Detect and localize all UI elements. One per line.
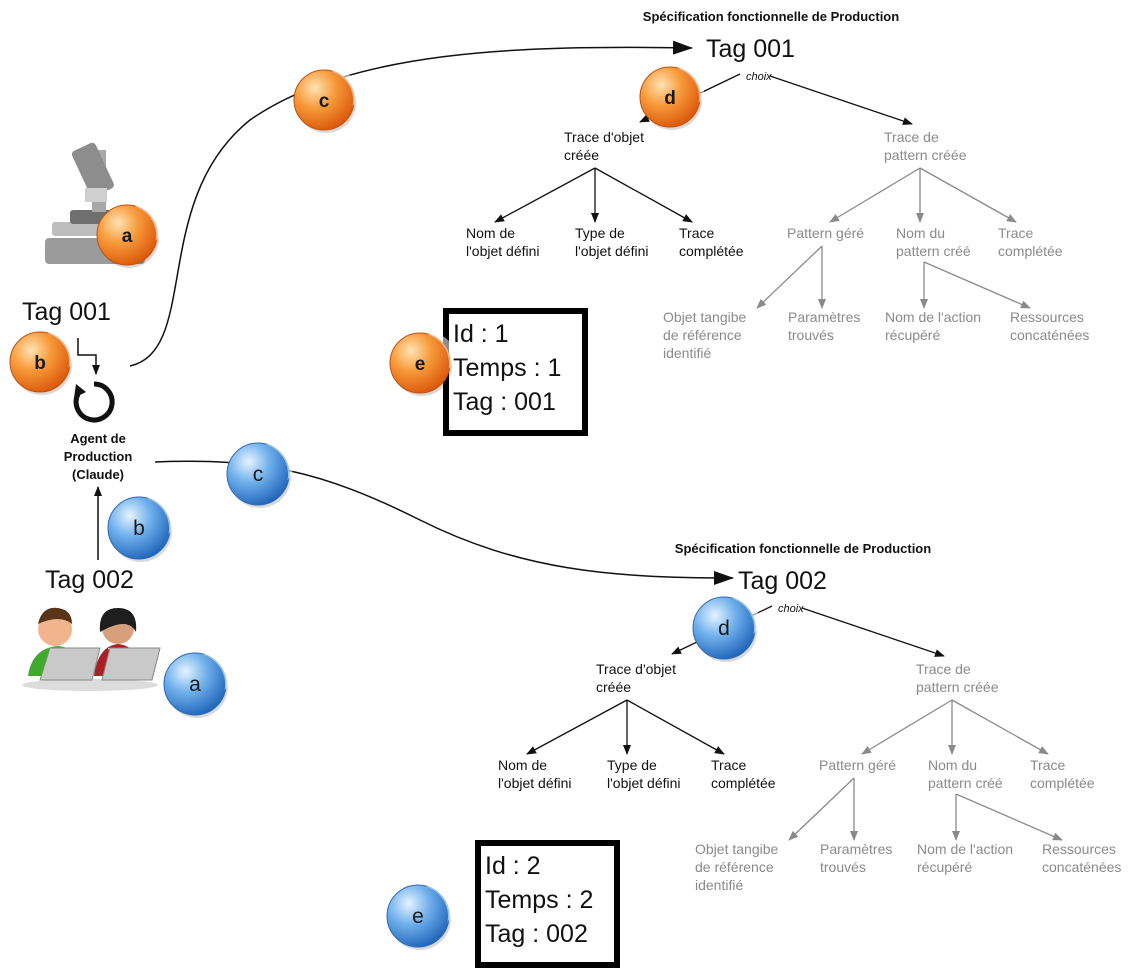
badge-letter: b — [133, 517, 145, 540]
badge-letter: a — [189, 673, 201, 696]
badge-orange-d: d — [639, 66, 705, 130]
edge-object-name — [494, 167, 596, 223]
edge-resources — [923, 261, 1031, 309]
edge-tangible-object — [756, 245, 823, 309]
circular-arrow-icon — [72, 380, 116, 424]
edge-resources — [955, 793, 1063, 841]
info-box-line: Temps : 1 — [453, 354, 561, 382]
badge-letter: b — [34, 353, 46, 374]
spec-title: Spécification fonctionnelle de Productio… — [643, 9, 899, 24]
badge-letter: d — [718, 617, 730, 640]
tag-001-to-agent-arrow — [77, 338, 100, 375]
edge-pattern-managed — [861, 699, 953, 755]
edge-pattern-managed — [829, 167, 921, 223]
badge-letter: c — [253, 463, 264, 486]
edge-object-complete — [626, 699, 725, 755]
badge-letter: c — [319, 91, 330, 112]
edge-pattern-complete — [951, 699, 1049, 755]
agent-name-line3: (Claude) — [72, 467, 124, 482]
badge-letter: e — [412, 905, 424, 928]
node-pattern-managed: Pattern géré — [819, 757, 896, 773]
badge-orange-a: a — [96, 204, 162, 268]
tag-001-label: Tag 001 — [22, 298, 111, 326]
info-box-line: Tag : 001 — [453, 388, 556, 416]
info-box-line: Id : 2 — [485, 852, 541, 880]
info-box-line: Id : 1 — [453, 320, 509, 348]
info-box-line: Temps : 2 — [485, 886, 593, 914]
tag-002-label: Tag 002 — [45, 566, 134, 594]
edge-tangible-object — [788, 777, 855, 841]
choice-arrow-right — [769, 75, 913, 125]
badge-blue-c: c — [226, 442, 294, 508]
edge-object-name — [526, 699, 628, 755]
choice-label: choix — [778, 603, 804, 615]
step-badges: a b c d e a b c d e — [9, 66, 760, 950]
agent-name-line2: Production — [64, 449, 133, 464]
info-box: Id : 2 Temps : 2 Tag : 002 — [475, 840, 620, 968]
info-box-line: Tag : 002 — [485, 920, 588, 948]
edge-object-complete — [594, 167, 693, 223]
choice-arrow-right — [801, 607, 945, 657]
agent-name-line1: Agent de — [70, 431, 126, 446]
badge-letter: a — [122, 226, 133, 247]
spec-tag: Tag 001 — [706, 35, 795, 63]
spec-tag: Tag 002 — [738, 567, 827, 595]
spec-title: Spécification fonctionnelle de Productio… — [675, 541, 931, 556]
info-box: Id : 1 Temps : 1 Tag : 001 — [443, 308, 588, 436]
agent-to-spec1-curve — [129, 40, 693, 367]
badge-letter: d — [664, 88, 676, 109]
badge-orange-e: e — [389, 332, 455, 396]
badge-blue-b: b — [107, 496, 175, 562]
choice-label: choix — [746, 71, 772, 83]
badge-letter: e — [415, 354, 426, 375]
badge-blue-a: a — [163, 652, 231, 718]
badge-blue-d: d — [692, 596, 760, 662]
badge-blue-e: e — [386, 884, 454, 950]
node-pattern-managed: Pattern géré — [787, 225, 864, 241]
spec-tree-tag-002: Spécification fonctionnelle de Productio… — [475, 541, 1121, 968]
edge-pattern-complete — [919, 167, 1017, 223]
info-box-frame — [475, 840, 620, 968]
badge-orange-c: c — [293, 69, 359, 133]
spec-tree-tag-001: Spécification fonctionnelle de Productio… — [443, 9, 1089, 436]
users-at-laptops-icon — [22, 607, 161, 691]
badge-orange-b: b — [9, 331, 75, 395]
